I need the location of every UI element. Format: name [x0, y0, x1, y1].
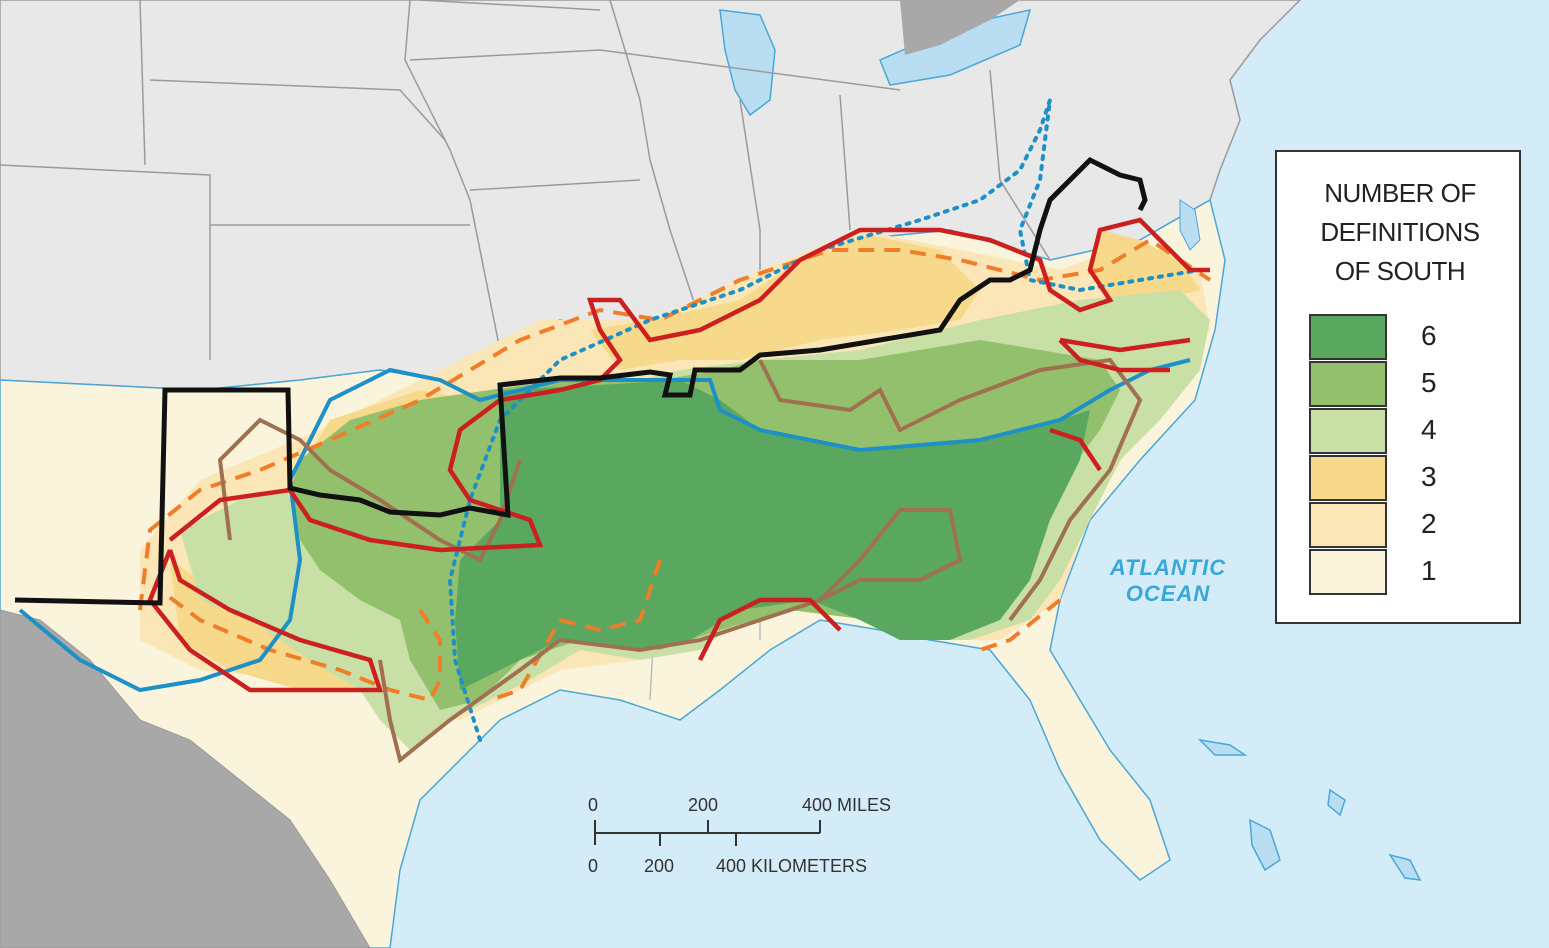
- legend-title: NUMBER OF DEFINITIONS OF SOUTH: [1277, 174, 1523, 291]
- scale-km-mid: 200: [644, 856, 675, 876]
- ocean-label-line-2: OCEAN: [1125, 581, 1211, 606]
- legend-title-line-1: NUMBER OF: [1324, 178, 1476, 208]
- legend-label-3: 3: [1421, 461, 1437, 492]
- legend-swatch-1: [1309, 549, 1387, 595]
- legend-label-2: 2: [1421, 508, 1437, 539]
- scale-km-end: 400 KILOMETERS: [716, 856, 868, 876]
- brown-boundary: [217, 357, 1143, 764]
- legend-swatch-3: [1309, 455, 1387, 501]
- mexico-land: [0, 609, 371, 948]
- scale-bar: [594, 820, 821, 846]
- atlantic-ocean-label: ATLANTIC OCEAN: [1098, 555, 1238, 607]
- legend: NUMBER OF DEFINITIONS OF SOUTH 6 5 4 3 2…: [1275, 150, 1521, 624]
- bahamas-islands: [1197, 738, 1422, 881]
- legend-swatch-6: [1309, 314, 1387, 360]
- legend-item-1: 1: [1309, 549, 1509, 596]
- ocean-label-line-1: ATLANTIC: [1109, 555, 1227, 580]
- black-boundary: [14, 156, 1148, 606]
- legend-title-line-2: DEFINITIONS: [1320, 217, 1480, 247]
- scale-km-zero: 0: [588, 856, 599, 876]
- scale-miles-zero: 0: [588, 795, 599, 815]
- legend-item-6: 6: [1309, 314, 1509, 361]
- legend-swatch-2: [1309, 502, 1387, 548]
- orange-dashed-boundary: [138, 237, 1212, 703]
- zone-6-fill: [455, 380, 1090, 690]
- blue-solid-boundary: [18, 358, 1191, 693]
- legend-swatch-4: [1309, 408, 1387, 454]
- zone-3-fill-c: [1090, 230, 1200, 300]
- chesapeake-bay: [1179, 199, 1201, 251]
- zone-3-fill-b: [590, 235, 980, 370]
- red-boundary: [147, 217, 1210, 693]
- legend-label-4: 4: [1421, 414, 1437, 445]
- legend-swatch-5: [1309, 361, 1387, 407]
- legend-label-6: 6: [1421, 320, 1437, 351]
- canada-grey: [900, 0, 1020, 55]
- legend-label-5: 5: [1421, 367, 1437, 398]
- scale-miles-end: 400 MILES: [802, 795, 892, 815]
- legend-item-4: 4: [1309, 408, 1509, 455]
- legend-item-3: 3: [1309, 455, 1509, 502]
- lake-michigan: [719, 9, 776, 117]
- legend-item-2: 2: [1309, 502, 1509, 549]
- legend-item-5: 5: [1309, 361, 1509, 408]
- scale-miles-mid: 200: [688, 795, 719, 815]
- state-borders: [0, 0, 1051, 360]
- legend-label-1: 1: [1421, 555, 1437, 586]
- legend-title-line-3: OF SOUTH: [1334, 256, 1466, 286]
